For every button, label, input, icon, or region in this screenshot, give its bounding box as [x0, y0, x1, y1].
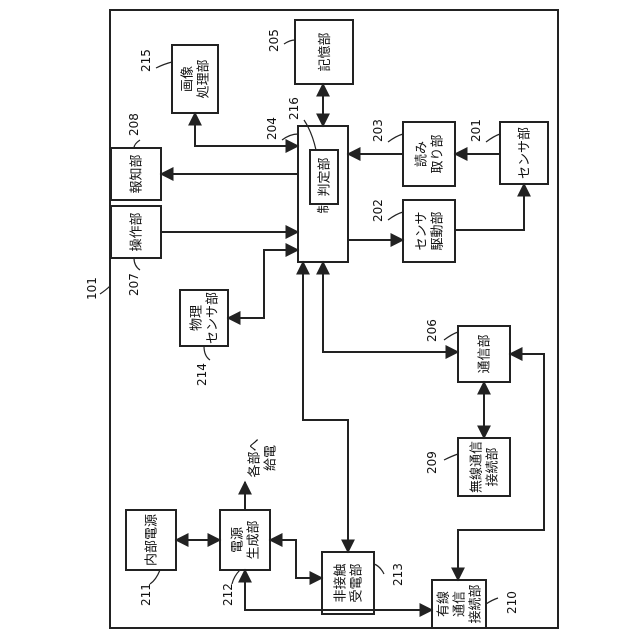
- link-drive-sensor: [455, 184, 524, 230]
- contactless-label: 非接触受電部: [333, 563, 365, 602]
- operation-unit: 操作部: [111, 206, 161, 258]
- ref-201: 201: [469, 119, 483, 142]
- judge-unit: 判定部: [310, 150, 338, 204]
- internal-power-label: 内部電源: [144, 514, 160, 566]
- link-controller-contactless: [303, 262, 348, 552]
- comm-unit: 通信部: [458, 326, 510, 382]
- notify-label: 報知部: [129, 154, 145, 193]
- sensor-unit: センサ部: [500, 122, 548, 184]
- reader-unit: 読み取り部: [403, 122, 455, 186]
- ref-206: 206: [425, 319, 439, 342]
- ref-211: 211: [139, 583, 153, 606]
- storage-unit: 記憶部: [295, 20, 353, 84]
- notify-unit: 報知部: [111, 148, 161, 200]
- power-gen-unit: 電源生成部: [220, 510, 270, 570]
- image-processing-unit: 画像処理部: [172, 45, 218, 113]
- judge-label: 判定部: [318, 157, 333, 196]
- wireless-label: 無線通信接続部: [469, 441, 501, 493]
- ref-205: 205: [267, 29, 281, 52]
- ref-212: 212: [221, 583, 235, 606]
- operation-label: 操作部: [129, 212, 145, 251]
- ref-202: 202: [371, 199, 385, 222]
- ref-203: 203: [371, 119, 385, 142]
- physical-sensor-unit: 物理センサ部: [180, 290, 228, 346]
- storage-label: 記憶部: [317, 32, 333, 71]
- ref-208: 208: [127, 113, 141, 136]
- sensor-drive-unit: センサ駆動部: [403, 200, 455, 262]
- internal-power-unit: 内部電源: [126, 510, 176, 570]
- link-controller-physsensor: [228, 250, 298, 318]
- ref-101: 101: [85, 277, 99, 300]
- contactless-unit: 非接触受電部: [322, 552, 374, 614]
- ref-210: 210: [505, 591, 519, 614]
- power-feed-note: 各部へ給電: [247, 438, 279, 477]
- wireless-unit: 無線通信接続部: [458, 438, 510, 496]
- ref-209: 209: [425, 451, 439, 474]
- sensor-label: センサ部: [518, 127, 533, 179]
- ref-214: 214: [195, 363, 209, 386]
- ref-207: 207: [127, 273, 141, 296]
- ref-216: 216: [287, 97, 301, 120]
- ref-215: 215: [139, 49, 153, 72]
- wired-unit: 有線通信接続部: [432, 580, 486, 628]
- link-controller-image: [195, 113, 298, 146]
- ref-204: 204: [265, 117, 279, 140]
- sensor-drive-label: センサ駆動部: [415, 211, 446, 250]
- link-powergen-contactless: [270, 540, 322, 578]
- comm-label: 通信部: [478, 334, 493, 373]
- ref-213: 213: [391, 563, 405, 586]
